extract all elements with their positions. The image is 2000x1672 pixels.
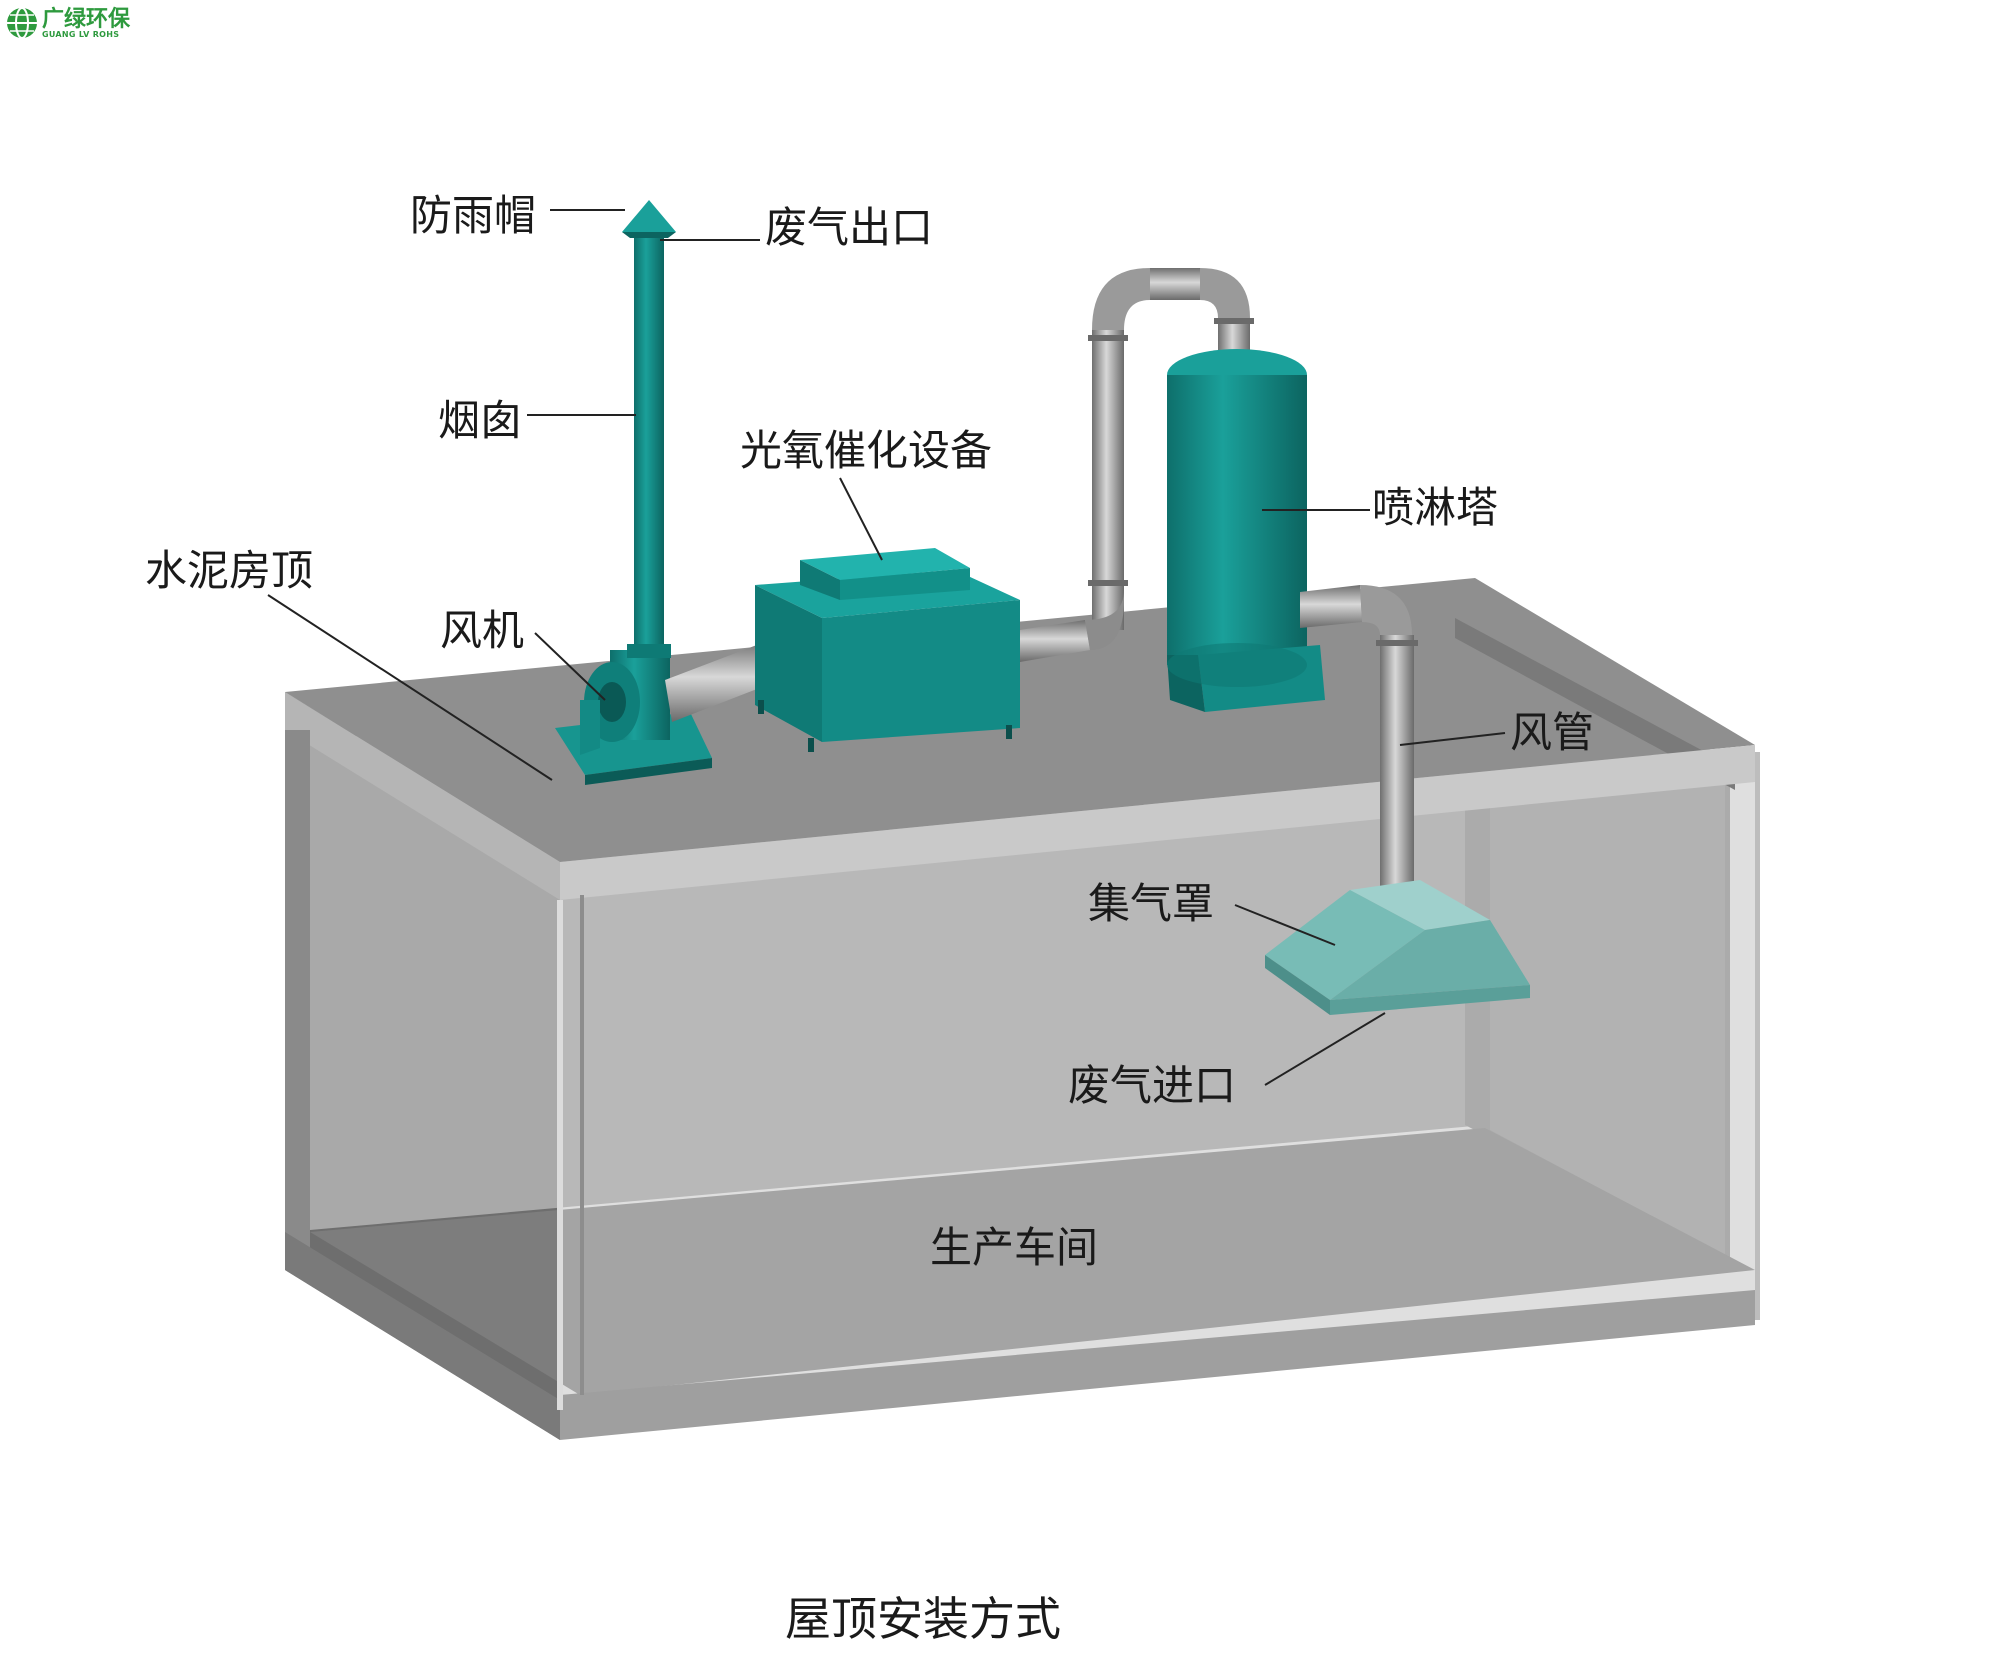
chimney	[622, 200, 676, 652]
label-spray-tower: 喷淋塔	[1372, 483, 1498, 532]
label-gas-collecting-hood: 集气罩	[1088, 879, 1214, 928]
label-exhaust-inlet: 废气进口	[1068, 1061, 1236, 1110]
duct-fan-to-unit	[665, 640, 780, 722]
label-air-duct: 风管	[1510, 708, 1594, 757]
air-duct	[1300, 585, 1418, 890]
company-logo: 广绿环保 GUANG LV ROHS	[7, 6, 131, 39]
label-fan: 风机	[440, 606, 524, 655]
label-rain-cap: 防雨帽	[410, 191, 536, 240]
label-photocatalytic-unit: 光氧催化设备	[740, 426, 992, 475]
labels: 防雨帽 废气出口 烟囱 光氧催化设备 喷淋塔 水泥房顶 风机 风管 集气罩 废气…	[145, 191, 1594, 1272]
rain-cap-icon	[622, 200, 676, 232]
photocatalytic-unit	[755, 548, 1020, 752]
logo-name: 广绿环保	[42, 6, 131, 32]
label-production-workshop: 生产车间	[930, 1223, 1098, 1272]
label-exhaust-outlet: 废气出口	[765, 203, 933, 252]
logo-subtitle: GUANG LV ROHS	[42, 30, 119, 39]
label-chimney: 烟囱	[438, 396, 522, 445]
gas-collecting-hood	[1265, 880, 1530, 1015]
figure-caption: 屋顶安装方式	[785, 1592, 1061, 1646]
duct-unit-to-tower	[1020, 268, 1254, 662]
label-cement-roof: 水泥房顶	[145, 546, 313, 595]
leader-lines	[267, 209, 1506, 1086]
fan	[555, 644, 712, 785]
spray-tower	[1167, 349, 1325, 712]
